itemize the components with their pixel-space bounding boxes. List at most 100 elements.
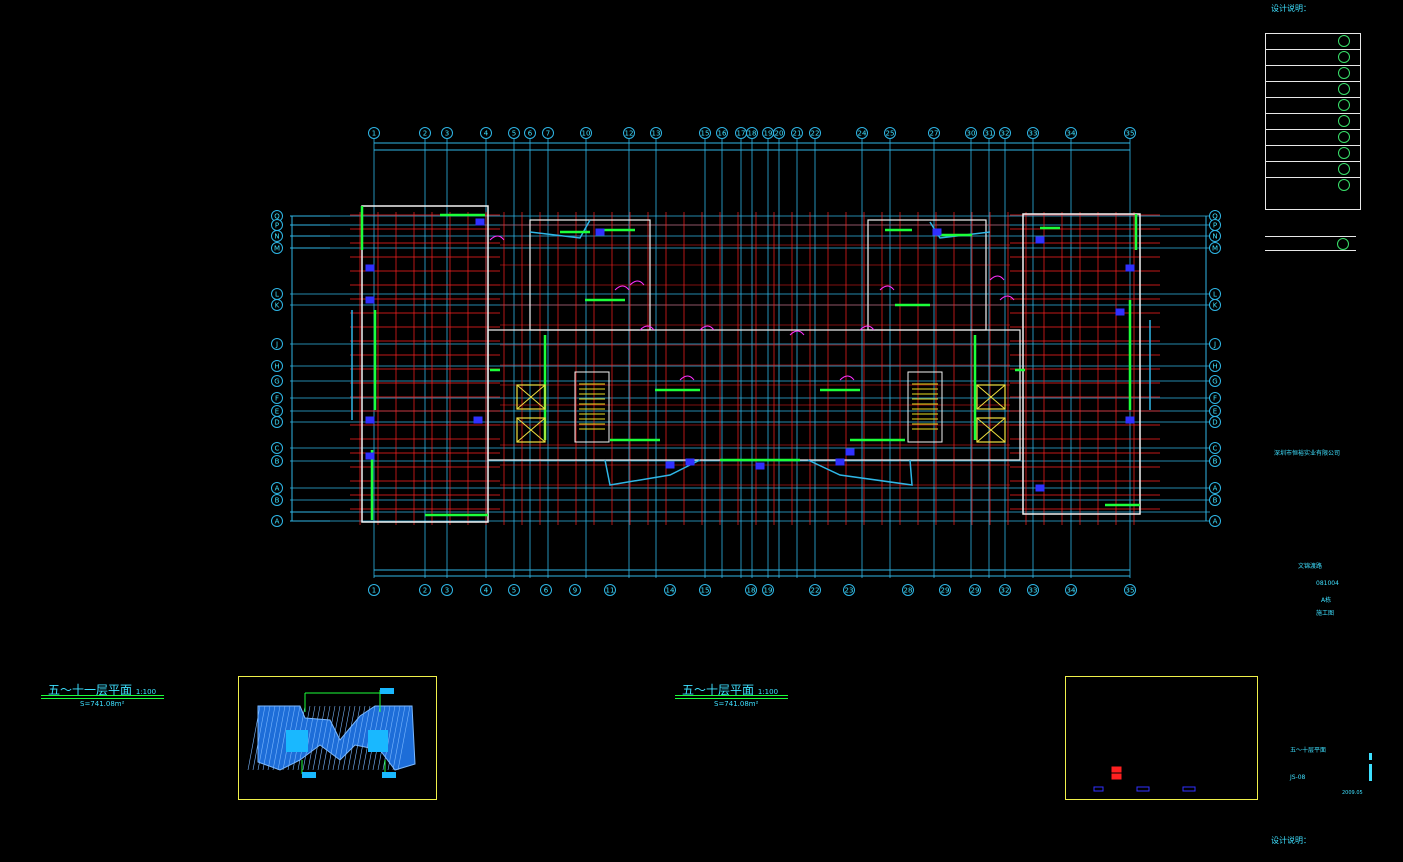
axis-bubble-bottom-circle	[699, 584, 711, 596]
key-plan-hatch	[312, 705, 326, 771]
axis-bubble-bottom: 15	[701, 587, 710, 595]
elevator-box	[976, 417, 1006, 443]
axis-bubble-bottom: 28	[904, 587, 913, 595]
key-plan-hatch	[317, 705, 331, 771]
axis-bubble-top: 16	[718, 130, 727, 138]
circle-mark-icon	[1338, 147, 1350, 159]
revision-row	[1266, 34, 1360, 50]
door-swing	[679, 375, 695, 381]
elevator-cross	[976, 384, 1006, 410]
key-plan-hatch	[322, 705, 336, 771]
sheet-marker	[1369, 753, 1372, 760]
key-plan-core	[368, 730, 388, 752]
axis-bubble-top-circle	[746, 127, 758, 139]
axis-bubble-right: C	[1213, 445, 1218, 453]
axis-bubble-right: N	[1212, 233, 1217, 241]
axis-bubble-top: 1	[372, 130, 376, 138]
axis-bubble-right: E	[1213, 408, 1217, 416]
axis-bubble-top-circle	[928, 127, 940, 139]
blue-marker	[365, 296, 375, 304]
blue-marker	[365, 452, 375, 460]
axis-bubble-bottom-circle	[368, 584, 380, 596]
axis-bubble-top: 35	[1126, 130, 1135, 138]
axis-bubble-right-circle	[1209, 299, 1221, 311]
axis-bubble-right-circle	[1209, 515, 1221, 527]
door-swing	[699, 325, 715, 331]
title-block-divider	[1265, 236, 1356, 237]
axis-bubble-top-circle	[441, 127, 453, 139]
key-plan-hatch	[387, 705, 401, 771]
key-plan-hatch	[352, 705, 366, 771]
key-plan-core	[286, 730, 308, 752]
axis-bubble-top-circle	[480, 127, 492, 139]
axis-bubble-right: A	[1213, 518, 1218, 526]
circle-mark-icon	[1338, 35, 1350, 47]
circle-mark-icon	[1338, 67, 1350, 79]
axis-bubble-top-circle	[884, 127, 896, 139]
axis-bubble-bottom-circle	[441, 584, 453, 596]
key-plan-hatch	[252, 705, 266, 771]
axis-bubble-top: 12	[625, 130, 634, 138]
key-plan-hatch	[337, 705, 351, 771]
axis-bubble-top: 7	[546, 130, 550, 138]
axis-bubble-top: 20	[775, 130, 784, 138]
axis-bubble-bottom: 32	[1001, 587, 1010, 595]
axis-bubble-left: A	[275, 485, 280, 493]
axis-bubble-bottom-circle	[999, 584, 1011, 596]
axis-bubble-top: 6	[528, 130, 533, 138]
axis-bubble-top-circle	[999, 127, 1011, 139]
door-swing	[879, 285, 895, 291]
elevator-cross	[976, 417, 1006, 443]
door-swing	[859, 325, 875, 331]
axis-bubble-right-circle	[1209, 416, 1221, 428]
axis-bubble-bottom-circle	[809, 584, 821, 596]
axis-bubble-bottom: 34	[1067, 587, 1076, 595]
blue-marker	[475, 218, 485, 226]
door-swing	[989, 275, 1005, 281]
axis-bubble-bottom: 23	[845, 587, 854, 595]
axis-bubble-top-circle	[542, 127, 554, 139]
blue-marker	[1035, 236, 1045, 244]
revision-row	[1266, 114, 1360, 130]
axis-bubble-right: K	[1213, 302, 1218, 310]
axis-bubble-top: 18	[748, 130, 757, 138]
legend-mark	[1182, 786, 1196, 792]
blue-marker	[365, 416, 375, 424]
axis-bubble-right: B	[1213, 497, 1218, 505]
axis-bubble-left: C	[275, 445, 280, 453]
axis-bubble-top: 3	[445, 130, 449, 138]
axis-bubble-bottom: 4	[484, 587, 489, 595]
design-stage: 施工图	[1316, 610, 1335, 617]
revision-row	[1266, 130, 1360, 146]
axis-bubble-left-circle	[271, 416, 283, 428]
axis-bubble-top: 30	[967, 130, 976, 138]
axis-bubble-right: F	[1213, 395, 1217, 403]
key-plan-tag	[380, 688, 394, 694]
axis-bubble-left-circle	[271, 338, 283, 350]
axis-bubble-right: D	[1212, 419, 1217, 427]
key-plan-hatch	[342, 705, 356, 771]
axis-bubble-right: B	[1213, 458, 1218, 466]
axis-bubble-top-circle	[419, 127, 431, 139]
axis-bubble-top-circle	[1124, 127, 1136, 139]
axis-bubble-bottom: 29	[971, 587, 980, 595]
axis-bubble-top-circle	[1027, 127, 1039, 139]
legend-mark	[1136, 786, 1150, 792]
axis-bubble-bottom: 19	[764, 587, 773, 595]
axis-bubble-bottom-circle	[1124, 584, 1136, 596]
axis-bubble-left-circle	[271, 360, 283, 372]
axis-bubble-top-circle	[773, 127, 785, 139]
axis-bubble-bottom: 11	[606, 587, 615, 595]
axis-bubble-left: H	[274, 363, 279, 371]
axis-bubble-left: J	[275, 341, 278, 349]
axis-bubble-right: A	[1213, 485, 1218, 493]
axis-bubble-bottom: 22	[811, 587, 820, 595]
axis-bubble-top: 27	[930, 130, 939, 138]
axis-bubble-bottom-circle	[604, 584, 616, 596]
project-name: 文锦渡路	[1298, 563, 1323, 570]
circle-mark-icon	[1338, 83, 1350, 95]
legend-mark	[1111, 766, 1122, 773]
building-name: A栋	[1321, 597, 1332, 604]
revision-table	[1265, 33, 1361, 210]
